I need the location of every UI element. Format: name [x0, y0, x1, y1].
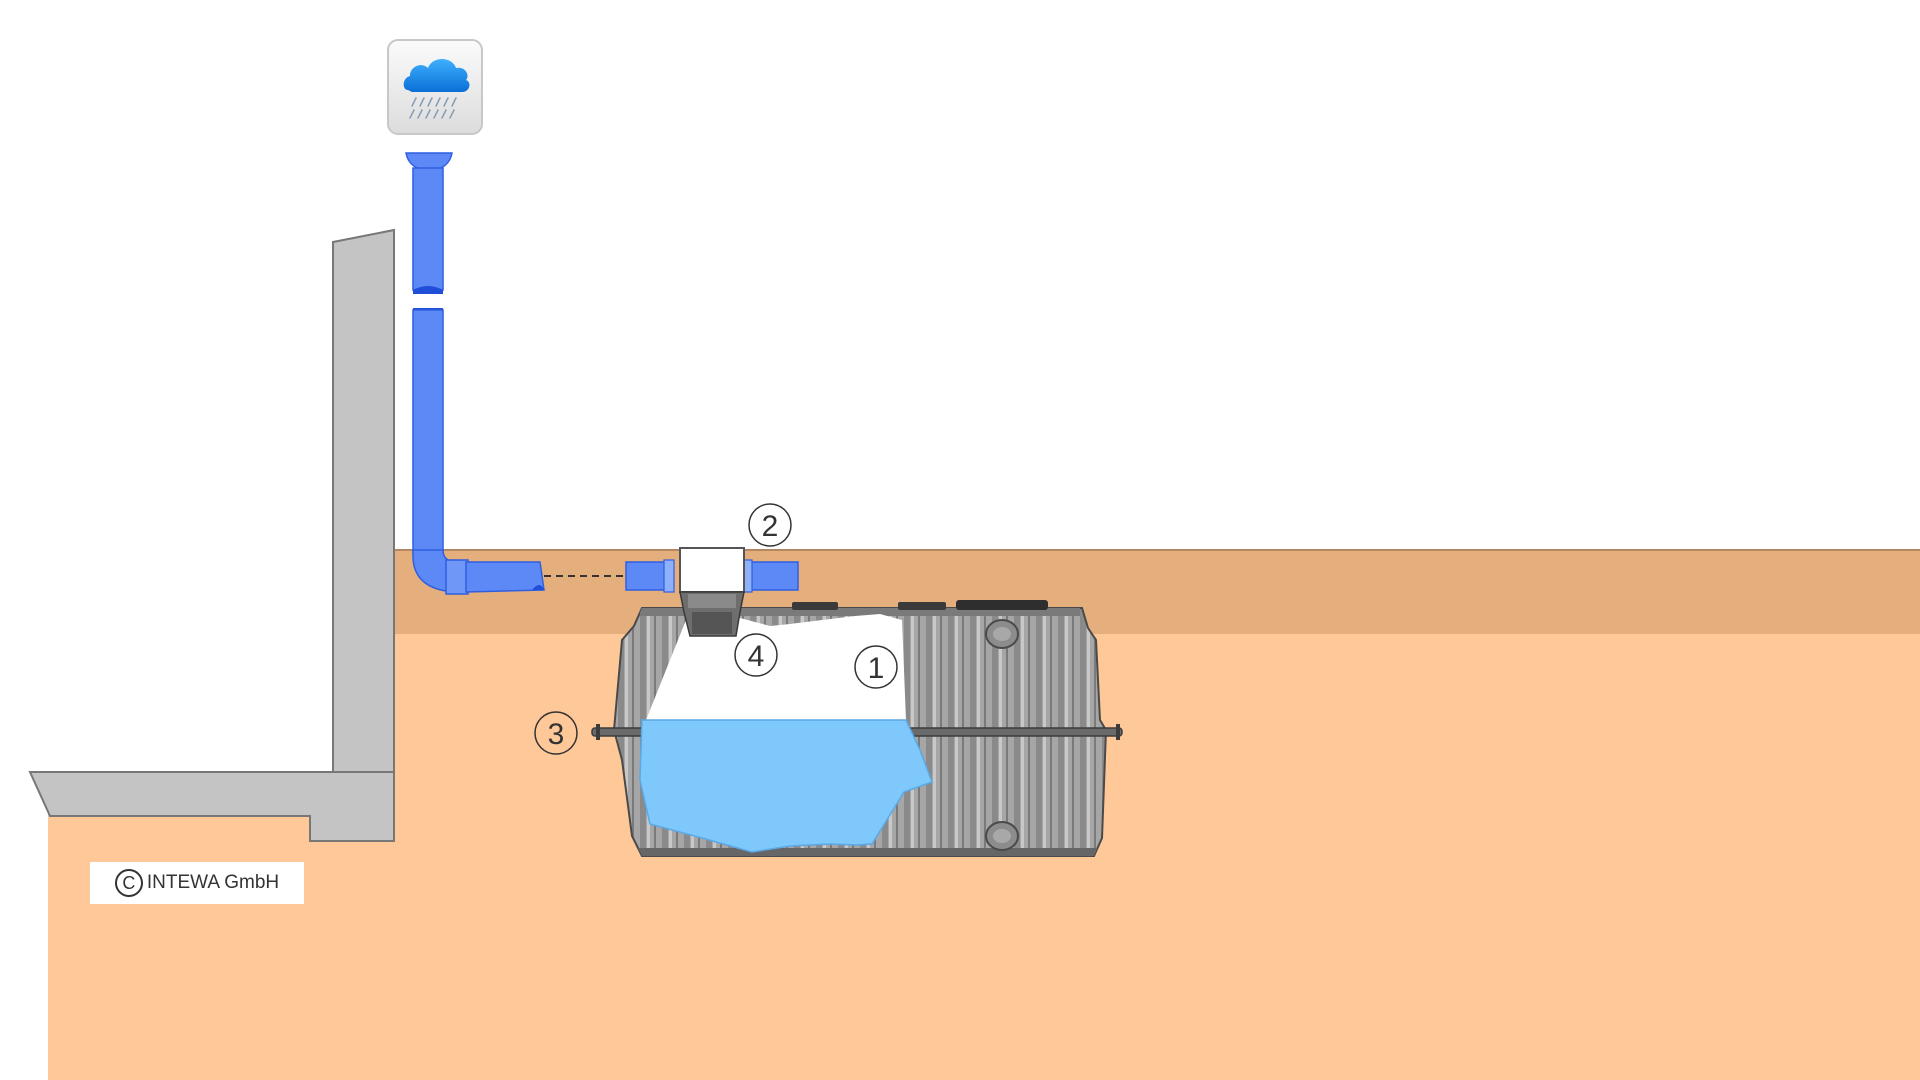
- copyright-icon: C: [114, 869, 143, 897]
- callout-4-label: 4: [748, 640, 765, 673]
- copyright-text: INTEWA GmbH: [146, 872, 280, 893]
- inlet-filter: [625, 547, 799, 637]
- callout-4: 4: [734, 633, 778, 677]
- callout-2: 2: [748, 503, 792, 547]
- rain-cloud-icon: [387, 39, 483, 135]
- copyright-notice: C INTEWA GmbH: [90, 862, 304, 904]
- stored-rainwater: [639, 719, 933, 853]
- building-wall: [332, 228, 395, 773]
- soil-under-basement: [48, 812, 394, 1080]
- callout-2-label: 2: [762, 510, 779, 543]
- topsoil-layer: [394, 550, 1920, 636]
- downpipe: [405, 152, 545, 595]
- tank-cutaway-interior: [646, 610, 906, 720]
- callout-1-label: 1: [868, 652, 885, 685]
- callout-3: 3: [534, 711, 578, 755]
- callout-1: 1: [854, 645, 898, 689]
- callout-3-label: 3: [548, 718, 565, 751]
